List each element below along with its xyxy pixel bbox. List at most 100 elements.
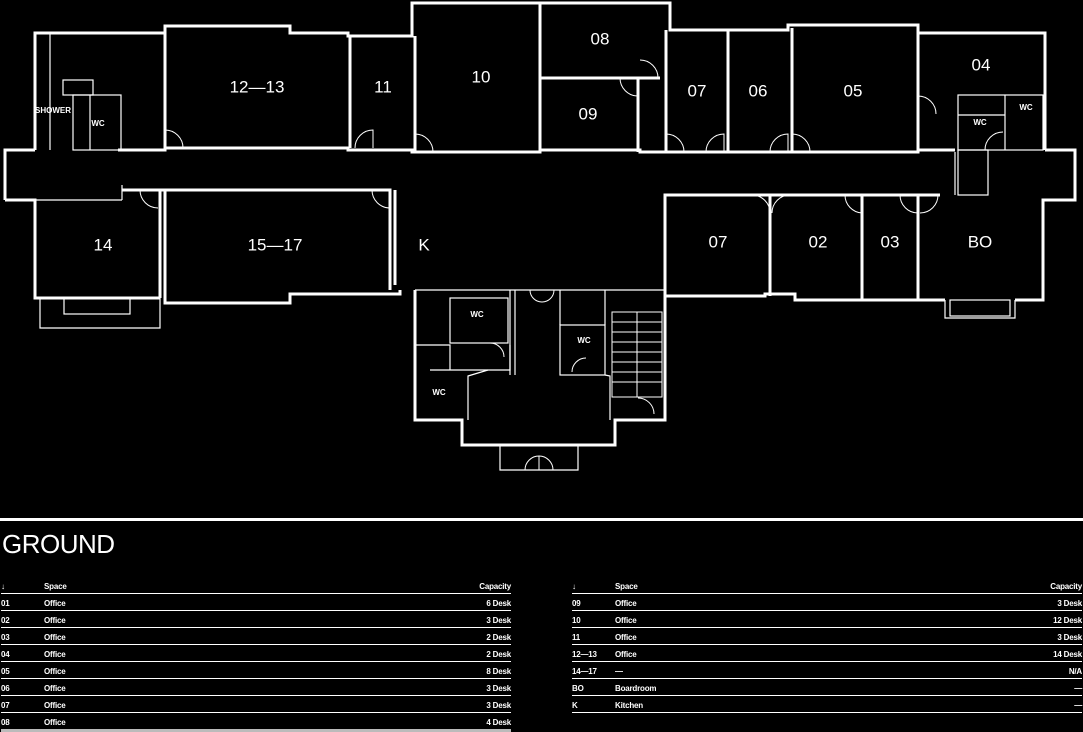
wc-label-core-3: WC [432, 388, 446, 397]
space-type: Office [44, 593, 239, 611]
header-capacity: Capacity [238, 577, 511, 594]
room-label-11: 11 [374, 77, 392, 96]
room-id: 03 [1, 627, 44, 645]
sort-arrow-icon: ↓ [1, 577, 44, 594]
room-id: 02 [1, 610, 44, 628]
capacity: 6 Desk [238, 593, 511, 611]
space-type: — [615, 661, 880, 679]
wc-label-ne-2: WC [1019, 103, 1033, 112]
space-type: Office [615, 644, 880, 662]
room-label-07-north: 07 [688, 81, 707, 100]
space-type: Boardroom [615, 678, 880, 696]
room-label-09: 09 [579, 104, 598, 123]
room-label-kitchen: K [418, 235, 430, 254]
room-id: 09 [572, 593, 615, 611]
space-type: Office [44, 610, 239, 628]
room-id: BO [572, 678, 615, 696]
stairs [611, 311, 663, 398]
space-type: Office [44, 695, 239, 713]
sort-arrow-icon: ↓ [572, 577, 615, 594]
capacity: 3 Desk [238, 610, 511, 628]
shower-label: SHOWER [35, 106, 71, 115]
room-label-08: 08 [591, 29, 610, 48]
floor-plan: 12—13 11 10 08 09 07 06 05 04 14 15—17 K… [3, 1, 1077, 471]
capacity: 12 Desk [879, 610, 1082, 628]
room-label-05: 05 [844, 81, 863, 100]
wc-label-nw: WC [91, 119, 105, 128]
capacity: 4 Desk [238, 712, 511, 732]
north-partitions [49, 3, 1044, 196]
room-id: 08 [1, 712, 44, 732]
room-label-03: 03 [881, 232, 900, 251]
divider-rule [0, 518, 1083, 521]
space-type: Office [615, 610, 880, 628]
space-type: Office [44, 627, 239, 645]
room-id: K [572, 695, 615, 713]
wc-label-core-1: WC [470, 310, 484, 319]
room-labels: 12—13 11 10 08 09 07 06 05 04 14 15—17 K… [94, 29, 993, 254]
south-partitions [35, 152, 956, 300]
space-type: Office [44, 712, 239, 732]
capacity: N/A [879, 661, 1082, 679]
room-id: 14—17 [572, 661, 615, 679]
header-capacity: Capacity [879, 577, 1082, 594]
room-id: 10 [572, 610, 615, 628]
capacity: — [879, 678, 1082, 696]
floor-title: GROUND [2, 529, 115, 559]
outer-walls [3, 1, 1077, 471]
room-id: 11 [572, 627, 615, 645]
room-label-15-17: 15—17 [248, 235, 303, 254]
room-id: 05 [1, 661, 44, 679]
capacity: 3 Desk [879, 593, 1082, 611]
capacity: 2 Desk [238, 644, 511, 662]
room-id: 06 [1, 678, 44, 696]
room-label-12-13: 12—13 [230, 77, 285, 96]
room-label-07-south: 07 [709, 232, 728, 251]
room-label-10: 10 [472, 67, 491, 86]
capacity: 3 Desk [238, 678, 511, 696]
header-space: Space [615, 577, 880, 594]
room-label-06: 06 [749, 81, 768, 100]
space-type: Office [44, 678, 239, 696]
room-label-02: 02 [809, 232, 828, 251]
capacity: 14 Desk [879, 644, 1082, 662]
room-label-boardroom: BO [968, 232, 993, 251]
corridor-walls [118, 146, 955, 290]
room-id: 01 [1, 593, 44, 611]
space-type: Kitchen [615, 695, 880, 713]
capacity: 2 Desk [238, 627, 511, 645]
room-id: 07 [1, 695, 44, 713]
capacity: 8 Desk [238, 661, 511, 679]
capacity: — [879, 695, 1082, 713]
table-row: 14—17—N/A [572, 661, 1082, 679]
capacity: 3 Desk [879, 627, 1082, 645]
wc-label-ne-1: WC [973, 118, 987, 127]
space-type: Office [44, 661, 239, 679]
capacity: 3 Desk [238, 695, 511, 713]
space-type: Office [44, 644, 239, 662]
door-swings [139, 59, 1004, 471]
central-core [415, 289, 665, 420]
service-labels: SHOWER WC WC WC WC WC WC [35, 103, 1033, 397]
space-type: Office [615, 593, 880, 611]
room-id: 04 [1, 644, 44, 662]
room-label-04: 04 [972, 55, 991, 74]
header-space: Space [44, 577, 239, 594]
